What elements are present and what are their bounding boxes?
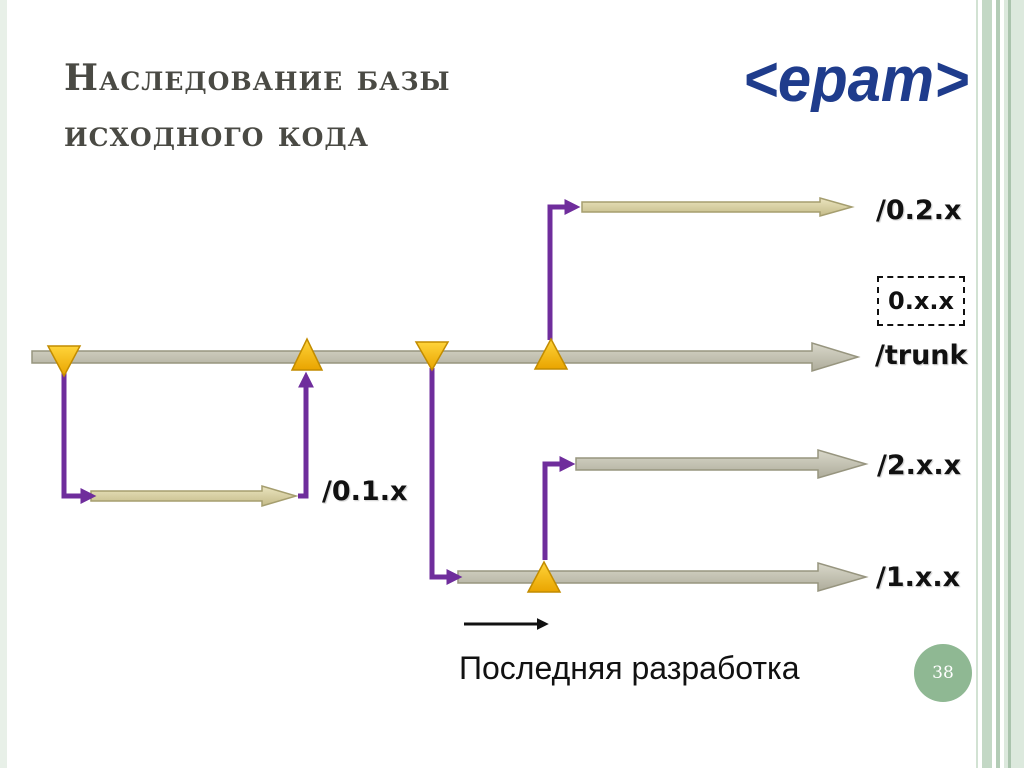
slide-title: Наследование базы исходного кода: [64, 50, 451, 162]
legend-caption: Последняя разработка: [459, 650, 800, 686]
label-branch-1-x-x: /1.x.x: [876, 562, 960, 593]
branch-0-2-x-arrow: [581, 197, 855, 217]
frame-stripe: [996, 0, 1000, 768]
label-trunk: /trunk: [875, 340, 968, 371]
label-tag-0-x-x: 0.x.x: [877, 276, 965, 326]
branch-point-marker: [46, 345, 82, 378]
frame-stripe: [0, 0, 7, 768]
connector-trunk-to-0-1-x: [61, 368, 97, 505]
merge-point-marker: [290, 337, 324, 371]
label-branch-2-x-x: /2.x.x: [877, 450, 961, 481]
connector-1-x-x-to-2-x-x: [542, 455, 576, 560]
label-branch-0-1-x: /0.1.x: [322, 476, 408, 507]
logo-text: <epam>: [743, 48, 969, 112]
connector-0-1-x-to-trunk: [297, 371, 315, 499]
connector-trunk-to-1-x-x: [429, 368, 463, 586]
branch-point-marker: [414, 341, 450, 372]
page-number-badge: 38: [914, 644, 972, 702]
label-branch-0-2-x: /0.2.x: [876, 195, 962, 226]
epam-logo: <epam>: [743, 48, 969, 112]
connector-trunk-to-0-2-x: [547, 198, 581, 340]
frame-stripe: [976, 0, 978, 768]
branch-point-marker: [533, 337, 569, 370]
branch-point-marker: [526, 560, 562, 593]
title-line-1: Наследование базы: [64, 57, 451, 99]
title-line-2: исходного кода: [64, 113, 369, 155]
trunk-arrow: [31, 341, 861, 373]
page-number: 38: [932, 663, 954, 683]
frame-stripe: [1008, 0, 1011, 768]
branch-0-1-x-arrow: [90, 484, 299, 508]
branch-2-x-x-arrow: [575, 449, 869, 479]
frame-stripe: [982, 0, 992, 768]
branch-1-x-x-arrow: [457, 562, 869, 592]
